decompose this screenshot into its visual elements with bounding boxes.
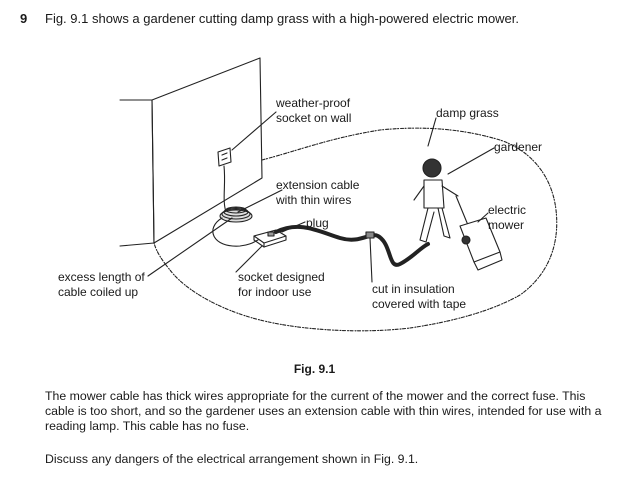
figure-caption: Fig. 9.1 — [293, 362, 336, 376]
label-weather-proof-socket: weather-proof socket on wall — [276, 96, 352, 125]
figure-9-1 — [119, 57, 558, 332]
weather-proof-socket — [217, 147, 232, 167]
label-plug: plug — [306, 216, 329, 230]
label-extension-cable: extension cable with thin wires — [276, 178, 360, 207]
indoor-socket — [253, 229, 287, 248]
wall — [119, 57, 263, 247]
mower-cable — [274, 224, 430, 267]
question-number: 9 — [20, 11, 28, 26]
lawn-outline — [153, 127, 558, 332]
label-gardener: gardener — [494, 140, 543, 154]
gardener — [413, 158, 459, 243]
electric-mower — [455, 195, 503, 271]
label-electric-mower: electric mower — [488, 203, 527, 232]
label-indoor-socket: socket designed for indoor use — [238, 270, 325, 299]
label-cut-insulation: cut in insulation covered with tape — [372, 282, 467, 311]
question-intro: Fig. 9.1 shows a gardener cutting damp g… — [45, 11, 520, 26]
label-excess-cable: excess length of cable coiled up — [58, 270, 145, 299]
question-prompt: Discuss any dangers of the electrical ar… — [45, 452, 419, 466]
body-paragraph: The mower cable has thick wires appropri… — [45, 389, 602, 433]
label-damp-grass: damp grass — [436, 106, 499, 120]
coiled-cable — [219, 206, 253, 223]
